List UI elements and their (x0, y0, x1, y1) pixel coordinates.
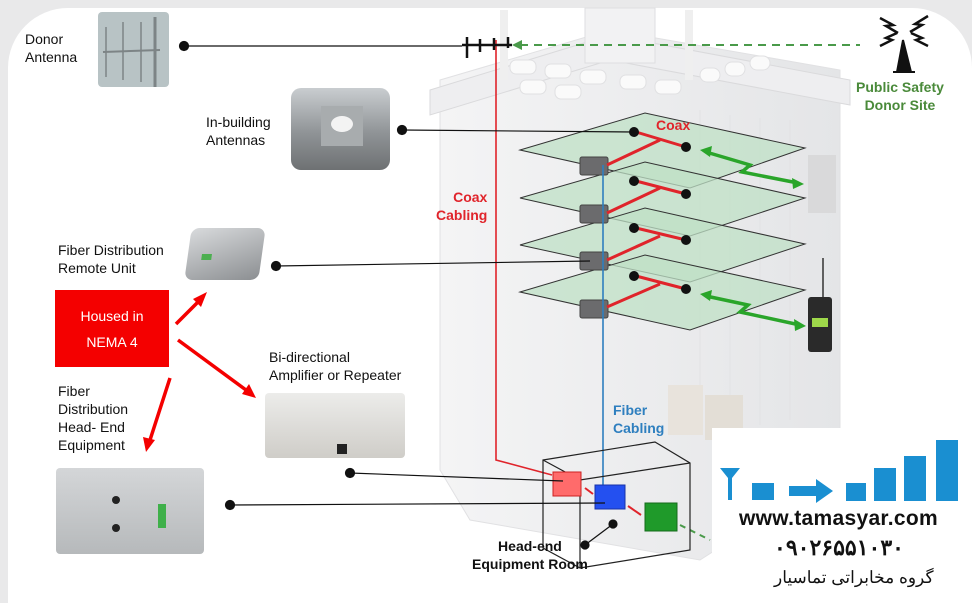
callout-lines (178, 40, 635, 550)
label-line: Fiber (613, 402, 648, 418)
label-line: Head- End (58, 419, 125, 435)
fiber-remote-unit-photo (184, 228, 266, 280)
label-line: Fiber Distribution (58, 242, 164, 258)
label-line: Public Safety (856, 79, 944, 95)
label-line: Housed in (80, 307, 144, 324)
label-line: Antenna (25, 49, 78, 65)
antenna-icon (720, 468, 740, 500)
handheld-radio-icon (808, 258, 832, 352)
label-line: Equipment (58, 437, 125, 453)
bda-photo (265, 393, 405, 458)
label-line: Fiber (58, 383, 90, 399)
signal-arrows (700, 146, 806, 331)
phone-number: ۰۹۰۲۶۵۵۱۰۳۰ (774, 535, 904, 560)
head-end-equipment-photo (56, 468, 204, 554)
head-end-bda-box (552, 471, 582, 497)
head-end-donor-dashed (679, 524, 711, 541)
label-line: Distribution (58, 401, 129, 417)
company-name-fa: گروه مخابراتی تماسیار (774, 568, 934, 587)
label-line: Cabling (613, 420, 665, 436)
head-end-fiber-box (594, 484, 626, 510)
label-line: Amplifier or Repeater (269, 367, 402, 383)
donor-link-arrowhead (512, 40, 522, 50)
public-safety-tower-icon (879, 14, 929, 73)
label-line: In-building (206, 114, 271, 130)
label-line: Remote Unit (58, 260, 136, 276)
website-url[interactable]: www.tamasyar.com (739, 507, 938, 530)
in-building-antenna-photo (291, 88, 390, 170)
label-line: Equipment Room (472, 556, 588, 572)
signal-logo-graphic (720, 440, 958, 503)
label-line: Donor (25, 31, 64, 47)
in-building-antenna-nodes (629, 127, 691, 294)
label-line: Coax (453, 189, 488, 205)
donor-antenna-photo (98, 12, 169, 87)
label-line: Donor Site (864, 97, 936, 113)
label-line: Head-end (498, 538, 562, 554)
small-block (752, 483, 774, 500)
tamasyar-logo: www.tamasyar.com ۰۹۰۲۶۵۵۱۰۳۰ گروه مخابرا… (712, 428, 972, 603)
arrow-icon (816, 479, 833, 503)
nema-arrows (143, 292, 256, 452)
floor-coax-lines (606, 130, 687, 309)
label-line: Bi-directional (269, 349, 350, 365)
label-line: Cabling (436, 207, 488, 223)
rooftop-antenna-icon (462, 37, 512, 58)
coax-top-label: Coax (656, 117, 691, 133)
label-line: Antennas (206, 132, 266, 148)
head-end-links (584, 487, 642, 516)
head-end-donor-box (644, 502, 678, 532)
coax-riser (495, 40, 553, 476)
remote-units (579, 156, 609, 319)
label-line: NEMA 4 (86, 333, 138, 350)
nema-housing-badge: Housed in NEMA 4 (55, 290, 169, 367)
